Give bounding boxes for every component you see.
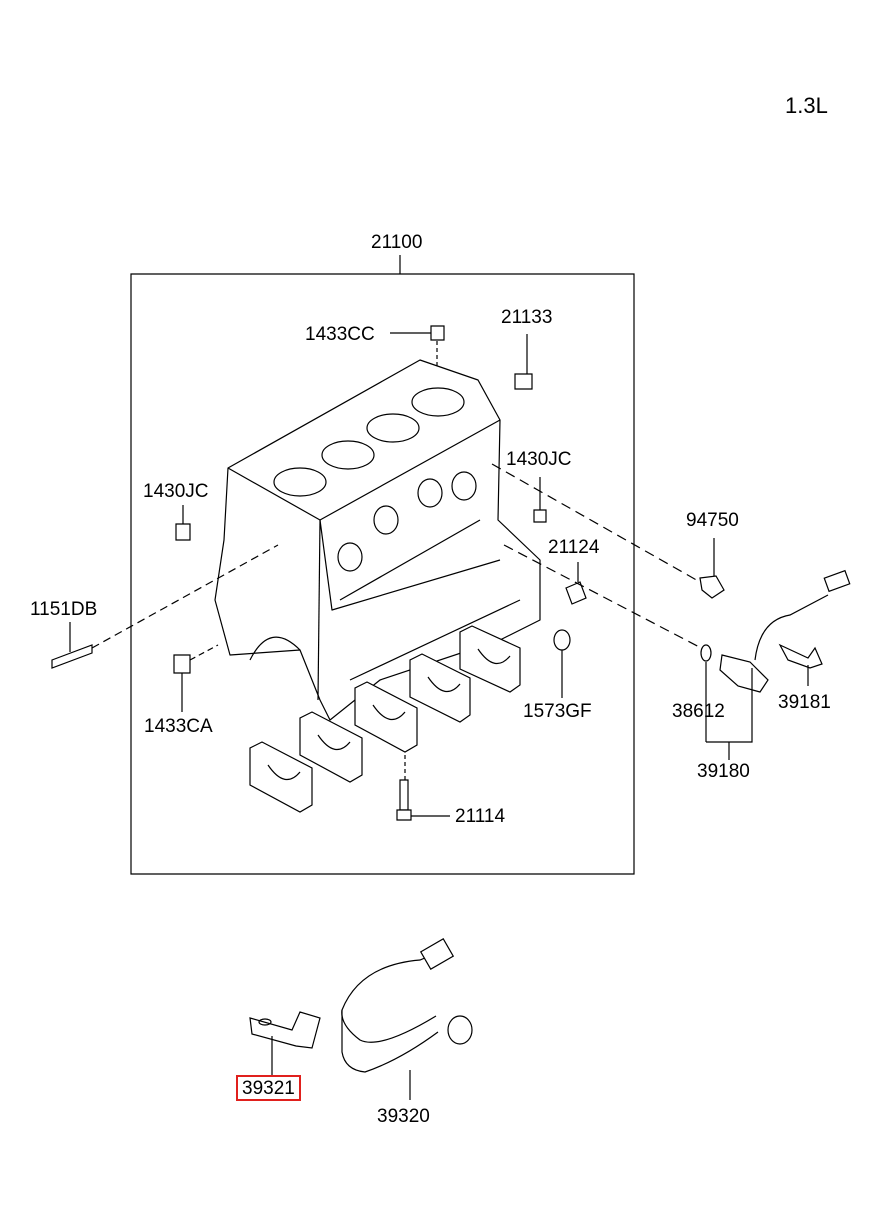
part-label-1151db[interactable]: 1151DB [30, 599, 98, 620]
bearing-caps-drawing [250, 626, 520, 812]
part-label-1573gf[interactable]: 1573GF [523, 701, 592, 722]
pin-left-drawing [176, 505, 190, 540]
bolt-21114-drawing [397, 755, 450, 820]
cam-sensor-drawing [701, 571, 850, 760]
plug-1433ca-drawing [174, 645, 218, 712]
part-label-39180[interactable]: 39180 [697, 761, 750, 782]
cylinder-block-drawing [215, 360, 540, 720]
knock-sensor-drawing [342, 939, 472, 1100]
part-label-94750[interactable]: 94750 [686, 510, 739, 531]
part-label-21114[interactable]: 21114 [455, 806, 506, 827]
part-label-21100[interactable]: 21100 [371, 232, 423, 253]
assembly-frame [131, 274, 634, 874]
seal-1573gf-drawing [554, 630, 570, 698]
engine-variant-label: 1.3L [785, 93, 828, 118]
part-label-21133[interactable]: 21133 [501, 307, 553, 328]
part-label-39321[interactable]: 39321 [236, 1075, 301, 1101]
plug-1433cc-drawing [390, 326, 444, 368]
bracket-39181-drawing [780, 645, 822, 686]
part-label-1433cc[interactable]: 1433CC [305, 324, 375, 345]
part-label-39181[interactable]: 39181 [778, 692, 831, 713]
plug-21133-drawing [515, 334, 532, 389]
pin-21124-drawing [504, 545, 705, 650]
part-label-38612[interactable]: 38612 [672, 701, 725, 722]
part-label-1430jc-right[interactable]: 1430JC [506, 449, 572, 470]
knock-bracket-drawing [250, 1012, 320, 1076]
part-label-21124[interactable]: 21124 [548, 537, 600, 558]
pin-right-drawing [534, 477, 546, 522]
stud-drawing [52, 545, 278, 668]
part-label-1430jc-left[interactable]: 1430JC [143, 481, 209, 502]
part-label-1433ca[interactable]: 1433CA [144, 716, 213, 737]
sensor-94750-drawing [492, 464, 724, 598]
part-label-39320[interactable]: 39320 [377, 1106, 430, 1127]
